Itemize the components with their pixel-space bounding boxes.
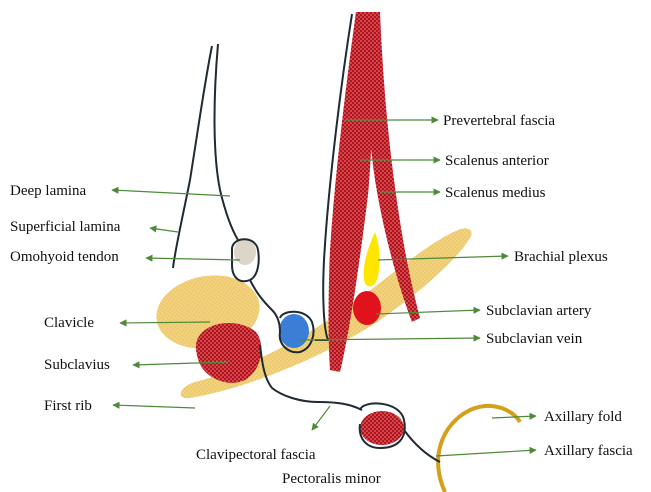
brachial-plexus-shape [364, 232, 380, 286]
label-subclavian-vein: Subclavian vein [486, 330, 582, 348]
axillary-fold-shape [438, 406, 520, 492]
arrow-axillary-fascia [436, 450, 536, 456]
omohyoid-tendon-shape [234, 239, 256, 265]
label-first-rib: First rib [44, 397, 92, 415]
arrow-first-rib [113, 405, 195, 408]
label-axillary-fascia: Axillary fascia [544, 442, 633, 460]
axillary-fascia-line [404, 430, 440, 462]
label-brachial-plexus: Brachial plexus [514, 248, 608, 266]
arrow-clavipectoral-fascia [312, 406, 330, 430]
label-clavicle: Clavicle [44, 314, 94, 332]
label-clavipectoral-fascia: Clavipectoral fascia [196, 446, 316, 464]
label-deep-lamina: Deep lamina [10, 182, 86, 200]
arrow-omohyoid-tendon [146, 258, 240, 260]
subclavius-shape [196, 323, 261, 383]
arrow-deep-lamina [112, 190, 230, 196]
label-subclavius: Subclavius [44, 356, 110, 374]
fascia-inner-line [215, 44, 239, 240]
label-axillary-fold: Axillary fold [544, 408, 622, 426]
pectoralis-minor-shape [360, 411, 404, 445]
subclavian-vein-shape [279, 314, 309, 348]
label-pectoralis-minor: Pectoralis minor [282, 470, 381, 488]
label-superficial-lamina: Superficial lamina [10, 218, 120, 236]
label-scalenus-anterior: Scalenus anterior [445, 152, 549, 170]
fascia-outer-line [173, 46, 212, 268]
label-prevertebral-fascia: Prevertebral fascia [443, 112, 555, 130]
label-scalenus-medius: Scalenus medius [445, 184, 545, 202]
arrow-superficial-lamina [150, 228, 178, 232]
label-subclavian-artery: Subclavian artery [486, 302, 591, 320]
label-omohyoid-tendon: Omohyoid tendon [10, 248, 119, 266]
subclavian-artery-shape [353, 291, 381, 325]
